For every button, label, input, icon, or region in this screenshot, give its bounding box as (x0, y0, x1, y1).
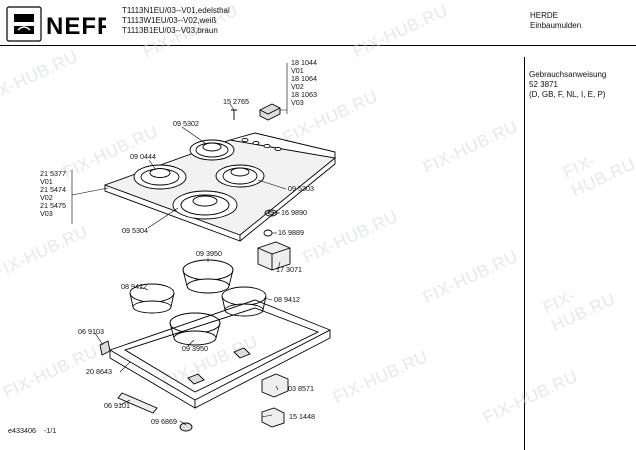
part-number: 16 9890 (281, 208, 307, 217)
part-number: 17 3071 (276, 265, 302, 274)
header-divider (0, 45, 636, 46)
brand-name: NEFF (46, 13, 106, 40)
part-number: 09 6869 (151, 417, 177, 426)
part-number: 18 1064 (291, 74, 317, 83)
model-line: T1113N1EU/03--V01,edelsthal (122, 6, 230, 15)
cable-clamp-part (261, 407, 285, 428)
small-switch-part (263, 229, 273, 237)
part-number: 08 9412 (274, 295, 300, 304)
category-line: Einbaumulden (530, 21, 582, 30)
model-line: T1113W1EU/03--V02,weiß (122, 16, 217, 25)
side-info-divider (524, 57, 636, 450)
burner-cup-left (129, 283, 175, 314)
part-variant: V02 (291, 82, 304, 91)
manual-number: 52 3871 (529, 80, 558, 89)
burner-cup-upper (182, 259, 234, 294)
model-list: T1113N1EU/03--V01,edelsthal T1113W1EU/03… (122, 6, 230, 36)
terminal-block-part (261, 373, 289, 398)
part-number: 18 1044 (291, 58, 317, 67)
base-frame (108, 299, 332, 409)
clip-part (187, 373, 205, 385)
document-id: e433406 (8, 426, 36, 435)
brand-logo: NEFF (6, 6, 112, 42)
burner-right (215, 164, 265, 188)
part-variant: V01 (40, 177, 53, 186)
manual-title: Gebrauchsanweisung (529, 70, 607, 79)
part-number: 06 9103 (78, 327, 104, 336)
plate-part-numbers: 21 5377 V01 21 5474 V02 21 5475 V03 (40, 170, 66, 218)
part-number: 20 8643 (86, 367, 112, 376)
control-knob (259, 103, 281, 121)
strip-part (117, 392, 158, 414)
burner-front (172, 190, 238, 220)
clip-part (233, 347, 251, 359)
burner-cup-front (169, 312, 221, 346)
part-number: 09 3950 (196, 249, 222, 258)
knob-part-numbers: 18 1044 V01 18 1064 V02 18 1063 V03 (291, 59, 317, 107)
part-variant: V01 (291, 66, 304, 75)
page-indicator: -1/1 (43, 426, 57, 435)
part-number: 09 3950 (182, 344, 208, 353)
category-line: HERDE (530, 11, 559, 20)
part-number: 21 5474 (40, 185, 66, 194)
nut-part (179, 422, 193, 432)
burner-rear (189, 139, 235, 161)
part-number: 09 5304 (122, 226, 148, 235)
part-number: 09 5302 (173, 119, 199, 128)
part-number: 03 8571 (288, 384, 314, 393)
part-variant: V03 (40, 209, 53, 218)
part-number: 16 9889 (278, 228, 304, 237)
pin-part (231, 109, 237, 120)
part-number: 09 5303 (288, 184, 314, 193)
part-number: 21 5377 (40, 169, 66, 178)
part-number: 21 5475 (40, 201, 66, 210)
part-number: 15 2765 (223, 97, 249, 106)
part-number: 15 1448 (289, 412, 315, 421)
manual-info: Gebrauchsanweisung 52 3871 (D, GB, F, NL… (529, 70, 606, 100)
control-strip (229, 132, 336, 158)
part-number: 08 9412 (121, 282, 147, 291)
part-variant: V02 (40, 193, 53, 202)
category: HERDE Einbaumulden (530, 11, 581, 31)
controller-part (257, 241, 291, 271)
footer: e433406 -1/1 (8, 427, 56, 435)
part-number: 06 9101 (104, 401, 130, 410)
manual-languages: (D, GB, F, NL, I, E, P) (529, 90, 606, 99)
part-number: 09 0444 (130, 152, 156, 161)
model-line: T1113B1EU/03--V03,braun (122, 26, 218, 35)
part-number: 18 1063 (291, 90, 317, 99)
part-variant: V03 (291, 98, 304, 107)
burner-left (133, 164, 187, 190)
